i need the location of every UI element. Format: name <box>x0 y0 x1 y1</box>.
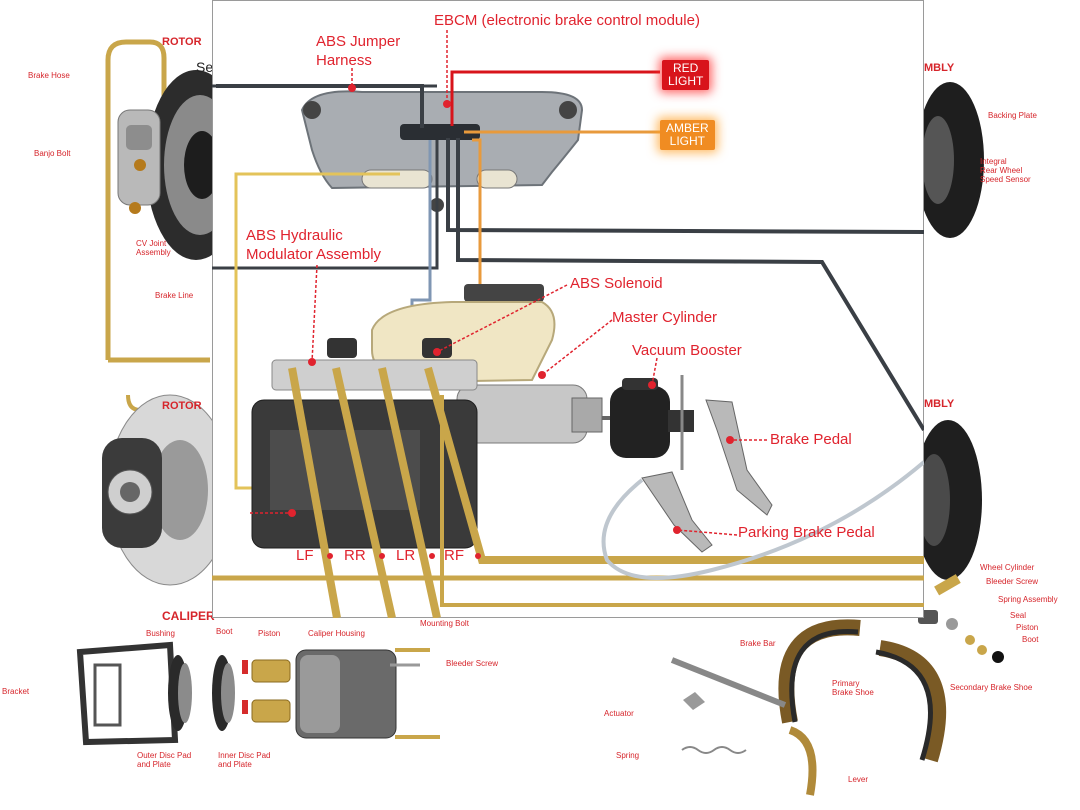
line-label-lr: LR <box>396 547 416 564</box>
banjo-bolt-label: Banjo Bolt <box>34 149 71 158</box>
piston-right <box>977 645 987 655</box>
piston-right-label: Piston <box>1016 623 1039 632</box>
brake-hose-label: Brake Hose <box>28 71 70 80</box>
outer-disc-pad-label: Outer Disc Pad and Plate <box>137 751 192 769</box>
red-light-indicator: RED LIGHT <box>662 60 710 90</box>
line-label-rf: RF <box>444 547 464 564</box>
cv-joint-label: CV Joint Assembly <box>136 239 171 257</box>
wheel-speed-sensor-label: Integral Rear Wheel Speed Sensor <box>980 157 1031 184</box>
secondary-brake-shoe-label: Secondary Brake Shoe <box>950 683 1033 692</box>
mounting-bolt-label: Mounting Bolt <box>420 619 469 628</box>
secondary-brake-shoe <box>878 640 947 763</box>
reservoir-cap <box>464 284 544 302</box>
caliper-top <box>117 109 161 206</box>
primary-brake-shoe <box>778 619 861 724</box>
ebcm-label: EBCM (electronic brake control module) <box>434 12 700 29</box>
brake-bar <box>670 657 787 708</box>
piston-label: Piston <box>258 629 281 638</box>
primary-brake-shoe-label: Primary Brake Shoe <box>832 679 874 697</box>
abs-system-panel: EBCM (electronic brake control module) A… <box>212 0 924 618</box>
line-label-lf: LF <box>296 547 314 564</box>
caliper-label: CALIPER <box>162 609 215 623</box>
abs-hydraulic-modulator-label: ABS Hydraulic Modulator Assembly <box>246 227 382 263</box>
line-label-rr: RR <box>344 547 366 564</box>
abs-system-artwork <box>212 0 924 618</box>
assembly-label-top: MBLY <box>924 62 955 74</box>
master-cylinder-label: Master Cylinder <box>612 309 718 326</box>
actuator <box>683 692 705 710</box>
piston-top <box>251 659 291 683</box>
caliper-housing-label: Caliper Housing <box>308 629 365 638</box>
inner-disc-pad-label: Inner Disc Pad and Plate <box>218 751 271 769</box>
brake-pedal-label: Brake Pedal <box>770 431 852 448</box>
seal <box>965 635 975 645</box>
rotor-label-bottom: ROTOR <box>162 400 202 412</box>
boot-right-label: Boot <box>1022 635 1039 644</box>
wire-dark-3 <box>456 138 924 432</box>
backing-plate-label: Backing Plate <box>988 111 1037 120</box>
parking-brake-pedal-label: Parking Brake Pedal <box>738 524 875 541</box>
modulator-valve-body <box>271 359 478 391</box>
lever-label: Lever <box>848 775 869 784</box>
wire-dark-4 <box>216 140 439 270</box>
bracket-label: Bracket <box>2 687 30 696</box>
spring <box>681 746 747 754</box>
abs-jumper-harness-label: ABS Jumper Harness <box>316 33 401 69</box>
brake-line-label: Brake Line <box>155 291 194 300</box>
wire-dark-2 <box>446 138 924 234</box>
rotor-label-top: ROTOR <box>162 36 202 48</box>
abs-solenoid-label: ABS Solenoid <box>570 275 663 292</box>
bleeder-screw-left-label: Bleeder Screw <box>446 659 499 668</box>
assembly-label-bottom: MBLY <box>924 398 955 410</box>
wheel-cylinder-label: Wheel Cylinder <box>980 563 1035 572</box>
vacuum-booster <box>610 386 670 458</box>
lever <box>788 726 817 796</box>
amber-light-indicator: AMBER LIGHT <box>660 120 715 150</box>
boot-right <box>992 651 1004 663</box>
spring-label: Spring <box>616 751 640 760</box>
seal-label: Seal <box>1010 611 1027 620</box>
actuator-label: Actuator <box>604 709 634 718</box>
boot-label: Boot <box>216 627 233 636</box>
wire-dark-1 <box>216 84 424 128</box>
brake-hose-line <box>105 39 167 360</box>
parking-brake-cable <box>601 460 924 580</box>
caliper-bracket <box>76 641 179 746</box>
wire-red-light <box>450 70 660 126</box>
brake-pedal-arm <box>705 399 773 516</box>
brake-line-rf <box>424 366 924 564</box>
spring-assembly-label: Spring Assembly <box>998 595 1058 604</box>
piston-bottom <box>251 699 291 723</box>
abs-solenoid-connector <box>327 338 357 358</box>
bleeder-screw-right-label: Bleeder Screw <box>986 577 1039 586</box>
vacuum-booster-label: Vacuum Booster <box>632 342 742 359</box>
brake-bar-label: Brake Bar <box>740 639 776 648</box>
bushing-label: Bushing <box>146 629 175 638</box>
